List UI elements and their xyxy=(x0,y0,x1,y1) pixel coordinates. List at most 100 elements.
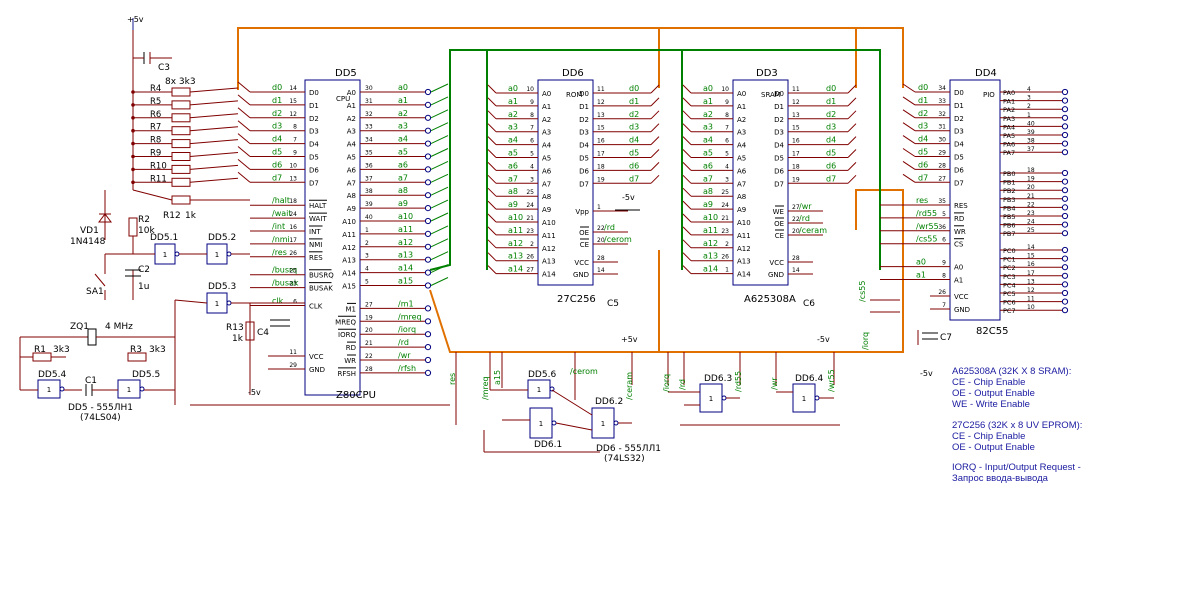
cpu-terminal-A7 xyxy=(424,179,432,186)
pio-port-num: 25 xyxy=(1027,227,1035,234)
pio-port-num: 14 xyxy=(1027,244,1035,251)
cpu-net-RD: /rd xyxy=(398,338,409,347)
cpu-net-IORQ: /iorq xyxy=(398,325,416,334)
mem-addr-net: a9 xyxy=(508,200,518,209)
mem-data-net: d2 xyxy=(826,110,836,119)
mem-addr-net: a11 xyxy=(703,226,718,235)
pio-port-terminal xyxy=(1061,178,1069,185)
cpu-terminal-A11 xyxy=(424,230,432,237)
mem-addr-num: 26 xyxy=(526,254,534,261)
dd53-ref: DD5.3 xyxy=(208,282,236,292)
mem-addr-net: a4 xyxy=(508,136,518,145)
cpu-terminal-A5 xyxy=(424,153,432,160)
pio-port-terminal xyxy=(1061,169,1069,177)
pack-wire xyxy=(189,164,239,170)
mem-addr-num: 2 xyxy=(725,241,729,248)
note-rom-title: 27C256 (32K x 8 UV EPROM): xyxy=(952,420,1083,431)
cpu-net-A8: a8 xyxy=(398,186,408,195)
mem-data-name: D4 xyxy=(579,142,589,150)
cpu-pinnum-D0: 14 xyxy=(289,85,297,92)
mem-addr-net: a2 xyxy=(508,110,518,119)
pio-data-num: 32 xyxy=(938,111,946,118)
mem-ctrl-net: /wr xyxy=(799,202,812,211)
pio-port-name: PA7 xyxy=(1003,149,1015,157)
mem-ctrl-num: 27 xyxy=(792,204,800,211)
pio-port-num: 17 xyxy=(1027,270,1035,277)
cpu-net-D7: d7 xyxy=(272,173,282,182)
pack-resistor xyxy=(171,152,191,161)
sram-body xyxy=(732,79,789,286)
bus-entry xyxy=(682,123,692,133)
mem-addr-num: 8 xyxy=(725,112,729,119)
bus-entry xyxy=(487,252,497,262)
mem-addr-num: 27 xyxy=(526,267,534,274)
bus-entry xyxy=(682,162,692,171)
mem-addr-name: A9 xyxy=(737,206,746,214)
mem-ctrl-net: /ceram xyxy=(799,226,827,235)
pio-data-num: 29 xyxy=(938,150,946,157)
mem-addr-net: a14 xyxy=(703,265,718,274)
pio-port-name: PC1 xyxy=(1003,256,1016,264)
bus-entry xyxy=(847,162,857,171)
bus-entry xyxy=(237,146,251,157)
cpu-pinname-A3: A3 xyxy=(347,128,356,136)
mem-addr-name: A10 xyxy=(542,219,556,227)
dd63-ref: DD6.3 xyxy=(704,374,732,384)
pio-gnd-supply: -5v xyxy=(920,369,933,378)
pio-port-terminal xyxy=(1061,123,1069,130)
cpu-terminal-A1 xyxy=(424,101,432,109)
pio-data-name: D6 xyxy=(954,166,964,174)
mem-data-num: 17 xyxy=(597,151,605,158)
bus-entry xyxy=(487,110,497,120)
cpu-pinname-A10: A10 xyxy=(342,218,356,226)
bus-entry xyxy=(682,239,692,249)
note-ram-we: WE - Write Enable xyxy=(952,399,1030,410)
mem-addr-name: A8 xyxy=(737,193,746,201)
cpu-terminal-A15 xyxy=(424,282,432,289)
mem-addr-net: a7 xyxy=(703,174,713,183)
mem-addr-name: A7 xyxy=(737,180,746,188)
pio-ctrl-num: 6 xyxy=(942,237,946,244)
r3-body xyxy=(127,352,147,362)
mem-addr-net: a11 xyxy=(508,226,523,235)
mem-data-num: 18 xyxy=(597,163,605,170)
cpu-pinname-A7: A7 xyxy=(347,179,356,187)
mem-addr-num: 21 xyxy=(721,215,729,222)
bus-entry xyxy=(902,135,916,145)
pack-wire xyxy=(189,100,239,106)
orange-bus-dbus xyxy=(237,27,904,90)
resistor-pack-ref: R7 xyxy=(150,123,161,133)
pio-port-terminal xyxy=(1061,195,1069,202)
mem-data-name: D7 xyxy=(579,180,589,188)
pio-port-name: PC7 xyxy=(1003,307,1016,315)
cpu-pinnum-D5: 9 xyxy=(293,150,297,157)
pio-port-name: PA0 xyxy=(1003,89,1015,97)
r3-ref: R3 xyxy=(130,345,142,355)
mem-data-name: D1 xyxy=(579,103,589,111)
cpu-terminal-RFSH xyxy=(424,369,432,376)
pio-port-num: 16 xyxy=(1027,261,1035,268)
pack-resistor xyxy=(171,100,191,110)
pio-port-terminal xyxy=(1061,88,1069,96)
cpu-pinnum-RES: 26 xyxy=(289,250,297,257)
dd53-gate-symbol: 1 xyxy=(215,300,219,308)
mem-data-num: 16 xyxy=(597,138,605,145)
mem-addr-net: a14 xyxy=(508,265,523,274)
pio-data-net: d4 xyxy=(918,135,928,144)
cpu-pinnum-D2: 12 xyxy=(289,111,297,118)
dd61-gate-symbol: 1 xyxy=(539,420,543,428)
mem-data-name: D3 xyxy=(579,129,589,137)
mem-addr-num: 24 xyxy=(721,202,729,209)
r12-ref: R12 xyxy=(163,211,181,221)
cpu-pinnum-A2: 32 xyxy=(365,111,373,118)
bus-entry xyxy=(682,136,692,145)
pio-data-net: d6 xyxy=(918,160,928,169)
cpu-net-BUSAK: /busak xyxy=(272,279,299,288)
cpu-pinnum-BUSRQ: 25 xyxy=(289,268,297,275)
mem-data-name: D7 xyxy=(774,180,784,188)
pio-port-name: PB4 xyxy=(1003,204,1016,212)
cpu-net-D3: d3 xyxy=(272,122,282,131)
mem-addr-num: 7 xyxy=(530,125,534,132)
cpu-net-WAIT: /wait xyxy=(272,209,292,218)
